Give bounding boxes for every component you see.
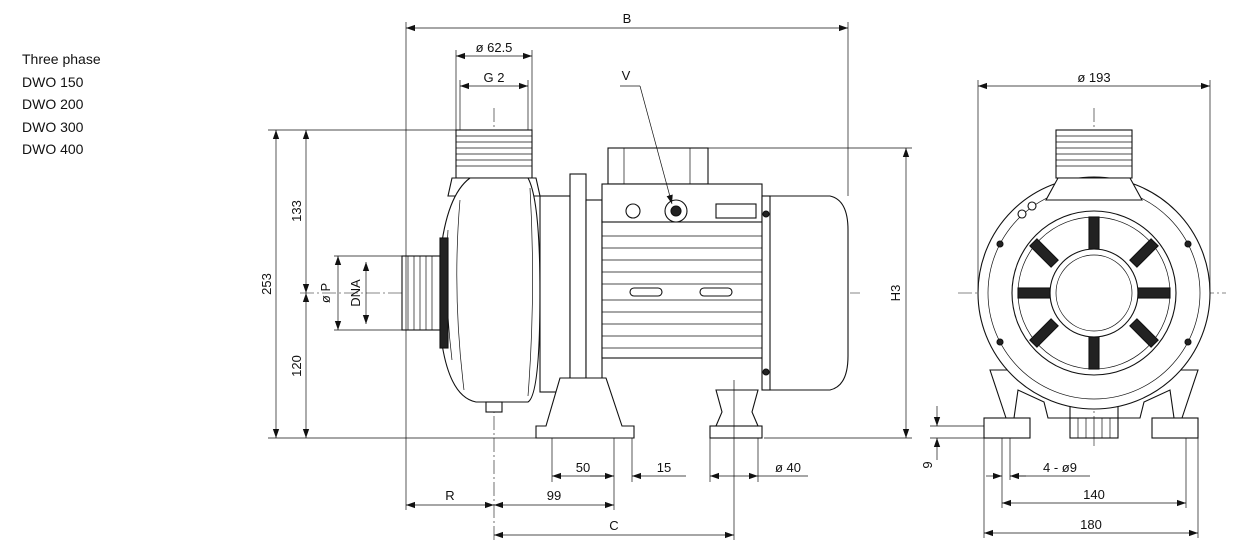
dim-foot-diameter: ø 40 — [709, 438, 808, 482]
dim-dna: DNA — [348, 262, 370, 324]
dim-c-label: C — [609, 518, 618, 533]
motor-slot-right — [699, 287, 733, 297]
dim-phi-p: ø P — [318, 255, 402, 331]
volute-contour-line — [456, 199, 465, 391]
terminal-screw — [625, 203, 641, 219]
dim-outlet-diameter: ø 62.5 — [455, 40, 533, 130]
motor-body — [601, 219, 765, 359]
dim-140: 140 — [1002, 438, 1187, 508]
dim-height-253-label: 253 — [259, 273, 274, 295]
front-discharge-outlet — [1055, 129, 1133, 179]
motor-slot-left — [629, 287, 663, 297]
legend-title: Three phase — [22, 51, 101, 67]
dim-height-253: 253 — [259, 129, 536, 439]
front-impeller-eye — [1049, 248, 1139, 338]
front-outlet-neck — [1045, 177, 1143, 201]
dim-h3-label: H3 — [888, 285, 903, 302]
dim-180: 180 — [983, 438, 1199, 538]
end-cover-flange — [761, 195, 771, 391]
dim-holes: 4 - ø9 — [986, 438, 1090, 508]
dim-50: 50 — [551, 438, 615, 510]
dim-h3: H3 — [708, 147, 912, 439]
front-foot-right — [1151, 417, 1199, 439]
dim-50-label: 50 — [576, 460, 590, 475]
pump-bracket — [539, 195, 571, 393]
suction-inlet — [401, 237, 449, 349]
motor-foot-base — [709, 425, 763, 439]
dim-r-label: R — [445, 488, 454, 503]
drain-plug — [485, 401, 503, 413]
front-view: ø 193 9 4 - ø9 140 — [920, 70, 1226, 538]
dim-9: 9 — [920, 406, 984, 469]
legend-model-dwo400: DWO 400 — [22, 141, 84, 157]
dim-r: R — [406, 488, 494, 509]
dim-15: 15 — [590, 438, 686, 482]
pump-foot — [535, 377, 635, 439]
dim-front-diameter-label: ø 193 — [1077, 70, 1110, 85]
dim-front-diameter: ø 193 — [977, 70, 1211, 293]
dim-holes-label: 4 - ø9 — [1043, 460, 1077, 475]
dim-15-label: 15 — [657, 460, 671, 475]
dim-height-120: 120 — [289, 293, 310, 438]
dim-140-label: 140 — [1083, 487, 1105, 502]
front-impeller-vanes — [1017, 216, 1171, 370]
dim-b: B — [405, 11, 849, 510]
model-legend: Three phase DWO 150 DWO 200 DWO 300 DWO … — [22, 48, 101, 161]
front-foot-left — [983, 417, 1031, 439]
dim-99: 99 — [494, 488, 614, 509]
dim-c: C — [494, 438, 735, 540]
dim-180-label: 180 — [1080, 517, 1102, 532]
dim-g2: G 2 — [459, 70, 529, 130]
motor-foot — [715, 389, 759, 427]
volute-casing — [437, 177, 541, 403]
terminal-box — [601, 147, 763, 223]
dim-99-label: 99 — [547, 488, 561, 503]
dim-phi-p-label: ø P — [318, 283, 333, 303]
dim-9-label: 9 — [920, 461, 935, 468]
dim-height-133: 133 — [289, 130, 310, 293]
legend-model-dwo150: DWO 150 — [22, 73, 84, 90]
dim-dna-label: DNA — [348, 279, 363, 307]
motor-end-cover — [763, 195, 849, 391]
legend-model-dwo300: DWO 300 — [22, 118, 84, 135]
dim-b-label: B — [623, 11, 632, 26]
dim-height-133-label: 133 — [289, 200, 304, 222]
dim-foot-diameter-label: ø 40 — [775, 460, 801, 475]
dim-v-label: V — [622, 68, 631, 83]
legend-model-dwo200: DWO 200 — [22, 96, 84, 112]
side-view: B ø 62.5 G 2 V 253 — [259, 11, 912, 540]
mounting-flange — [569, 173, 587, 397]
dim-height-120-label: 120 — [289, 355, 304, 377]
dim-outlet-diameter-label: ø 62.5 — [476, 40, 513, 55]
dim-v: V — [620, 68, 673, 205]
dim-g2-label: G 2 — [484, 70, 505, 85]
